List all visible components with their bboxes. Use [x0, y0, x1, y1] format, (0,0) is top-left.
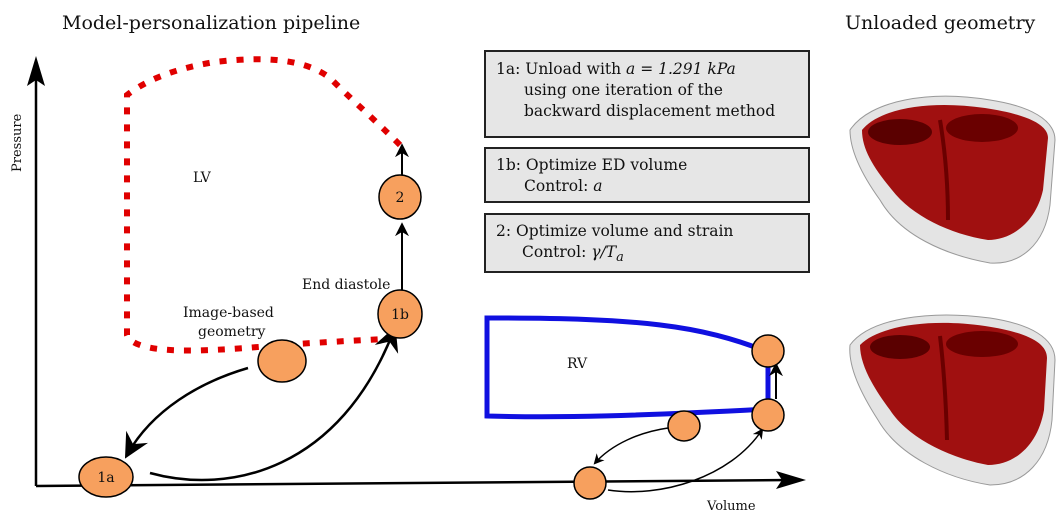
volume-axis: [35, 478, 791, 488]
rv-pressure-volume-loop: [484, 315, 771, 420]
step-box-2: 2: Optimize volume and strain Control: γ…: [484, 213, 810, 273]
rv-node-top: [751, 334, 785, 368]
rv-arrow-bottom-to-right: [607, 428, 764, 493]
step-box-1a: 1a: Unload with a = 1.291 kPa using one …: [484, 50, 810, 138]
rv-label: RV: [567, 356, 588, 372]
step-1a-line2: using one iteration of the: [524, 81, 723, 99]
lv-label: LV: [193, 170, 212, 186]
image-based-label-line1: Image-based: [183, 305, 274, 321]
arrow-image-to-1a: [124, 366, 249, 459]
step-2-line1: 2: Optimize volume and strain: [496, 222, 734, 240]
pipeline-heading: Model-personalization pipeline: [62, 12, 361, 34]
node-2-label: 2: [396, 190, 405, 206]
step-1b-line1: 1b: Optimize ED volume: [496, 156, 688, 174]
end-diastole-label: End diastole: [302, 277, 390, 293]
node-image-based-geometry: [257, 339, 307, 383]
volume-axis-label: Volume: [706, 499, 756, 514]
volume-axis-arrow-icon: [776, 471, 806, 489]
unloaded-geometry-top: [849, 95, 1056, 264]
unloaded-geometry-heading: Unloaded geometry: [845, 12, 1036, 34]
rv-arrow-to-bottom-node: [593, 427, 669, 465]
arrow-1a-to-1b: [149, 326, 399, 482]
step-1b-math: a: [593, 177, 603, 195]
step-2-line2: Control: γ/Ta: [522, 243, 624, 266]
rv-node-right: [751, 398, 785, 432]
step-1a-line3: backward displacement method: [524, 102, 776, 120]
step-box-1b: 1b: Optimize ED volume Control: a: [484, 147, 810, 203]
pressure-axis-arrow-icon: [27, 56, 45, 86]
step-2-math: γ/T: [591, 243, 617, 261]
step-1a-math: a = 1.291 kPa: [626, 60, 736, 78]
rv-node-mid: [667, 410, 701, 442]
step-1b-line2: Control: a: [524, 177, 603, 195]
image-based-label-line2: geometry: [198, 324, 266, 340]
node-1b: [377, 289, 423, 339]
node-1a-label: 1a: [97, 470, 114, 486]
node-1b-label: 1b: [391, 307, 409, 323]
pressure-axis-label: Pressure: [10, 113, 25, 172]
rv-node-bottom: [573, 466, 607, 500]
step-1a-line1: 1a: Unload with a = 1.291 kPa: [496, 60, 736, 78]
unloaded-geometry-bottom: [849, 314, 1056, 486]
step-2-math-sub: a: [616, 250, 624, 266]
node-1a: [78, 456, 134, 498]
node-2: [378, 174, 422, 220]
